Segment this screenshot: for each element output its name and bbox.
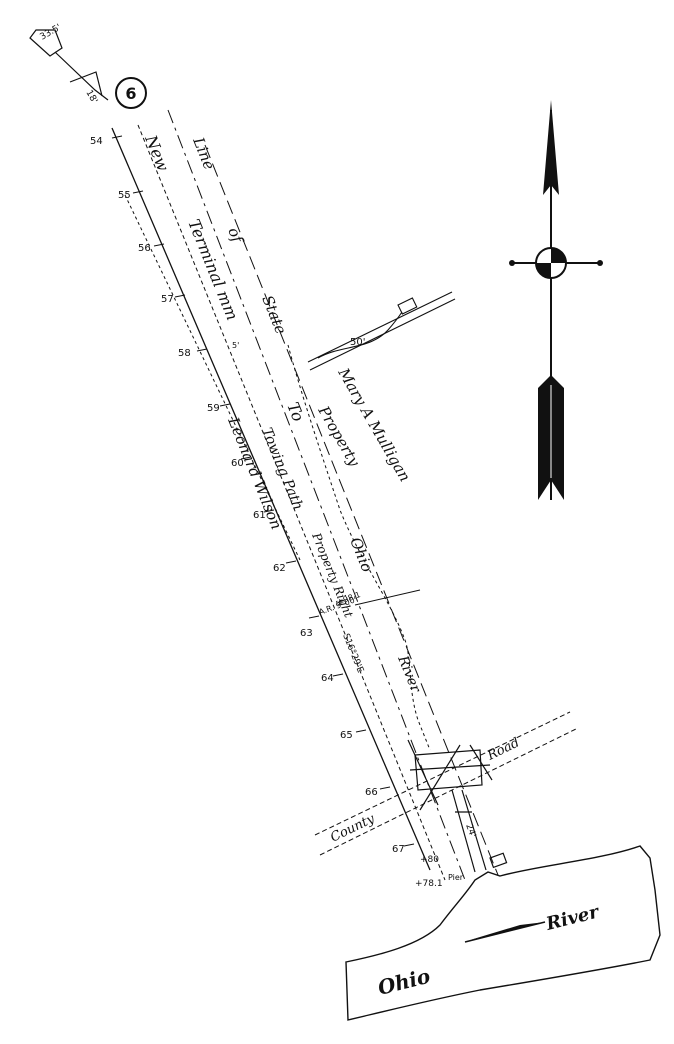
- curve-detail: [307, 291, 456, 371]
- label-new: New: [141, 131, 173, 174]
- bridge-structure: [407, 739, 508, 873]
- station-61: 61: [253, 510, 266, 521]
- lower-plus-1: +80: [420, 855, 439, 865]
- station-58: 58: [178, 348, 191, 359]
- station-ticks: [111, 135, 415, 847]
- station-63: 63: [300, 628, 313, 639]
- sheet-number-marker: 6: [115, 77, 147, 109]
- station-57: 57: [161, 294, 174, 305]
- curve-dim: 50': [350, 337, 365, 348]
- label-line: Line: [189, 134, 219, 173]
- label-road: Road: [484, 735, 522, 764]
- top-left-fragment: [29, 29, 109, 101]
- station-62: 62: [273, 563, 286, 574]
- label-of: of: [224, 225, 247, 248]
- corridor-lines: [111, 109, 501, 881]
- label-ohio: Ohio: [346, 535, 376, 575]
- north-arrow-icon: [509, 100, 603, 500]
- station-60: 60: [231, 458, 244, 469]
- label-mary-mulligan: Mary A Mulligan: [334, 364, 414, 485]
- station-64: 64: [321, 673, 334, 684]
- label-to: To: [283, 399, 308, 424]
- label-state: State: [258, 293, 290, 337]
- station-56: 56: [138, 243, 151, 254]
- station-55: 55: [118, 190, 131, 201]
- station-numbers: 54 55 56 57 58 59 60 61 62 63 64 65 66 6…: [90, 136, 405, 855]
- label-river: River: [394, 653, 424, 696]
- station-59: 59: [207, 403, 220, 414]
- station-65: 65: [340, 730, 353, 741]
- bridge-dim: 24': [463, 823, 477, 840]
- sheet-number: 6: [125, 84, 136, 103]
- pier-note: Pier: [448, 873, 464, 882]
- ohio-river-area: [345, 845, 661, 1021]
- left-dim: 5': [232, 341, 239, 350]
- station-67: 67: [392, 844, 405, 855]
- lower-plus-2: +78.1: [415, 879, 443, 889]
- county-road: [314, 711, 579, 856]
- station-66: 66: [365, 787, 378, 798]
- station-54: 54: [90, 136, 103, 147]
